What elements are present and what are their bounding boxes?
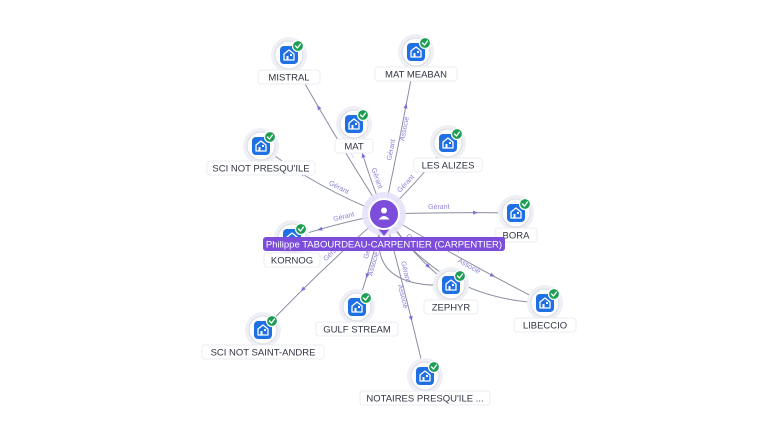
- center-person-node[interactable]: Philippe TABOURDEAU-CARPENTIER (CARPENTI…: [263, 192, 505, 251]
- center-label-bg: [263, 237, 505, 251]
- edge-label-notaires-presquile-0: Gérant: [399, 261, 411, 284]
- node-label: SCI NOT PRESQU'ILE: [212, 164, 309, 175]
- node-label-bg: [206, 160, 316, 176]
- verified-check-icon: [294, 222, 308, 236]
- verified-check-icon: [291, 39, 305, 53]
- edge-label-mat-meaban-0: Gérant: [386, 139, 397, 161]
- node-zephyr[interactable]: ZEPHYR: [423, 267, 479, 315]
- node-label-bg: [359, 390, 491, 406]
- nodes-layer: MISTRAL MAT MEABAN MAT LES ALIZES SCI NOT PR…: [201, 34, 577, 406]
- edge-arrow-kornog: [317, 226, 323, 231]
- building-icon: [442, 276, 460, 294]
- building-icon: [407, 43, 425, 61]
- edge-arrow-notaires-presquile: [408, 315, 413, 322]
- edge-libeccio: [383, 213, 546, 304]
- node-notaires-presquile[interactable]: NOTAIRES PRESQU'ILE ...: [359, 358, 491, 406]
- node-label: GULF STREAM: [323, 325, 391, 336]
- node-label: MAT MEABAN: [385, 70, 447, 81]
- node-mistral[interactable]: MISTRAL: [257, 37, 321, 85]
- verified-check-icon: [263, 130, 277, 144]
- node-label-bg: [423, 299, 479, 315]
- center-circle[interactable]: [368, 198, 400, 230]
- node-gulf-stream[interactable]: GULF STREAM: [315, 289, 399, 337]
- edge-arrow-mistral: [317, 104, 322, 111]
- node-mat[interactable]: MAT: [334, 106, 374, 154]
- building-icon: [254, 321, 272, 339]
- verified-check-icon: [453, 269, 467, 283]
- node-label: KORNOG: [271, 256, 313, 267]
- edge-arrow-sci-not-saint-andre: [300, 286, 306, 292]
- node-label-bg: [494, 227, 538, 243]
- node-bora[interactable]: BORA: [494, 195, 538, 243]
- verified-check-icon: [356, 108, 370, 122]
- node-label: ZEPHYR: [432, 303, 471, 314]
- node-les-alizes[interactable]: LES ALIZES: [413, 125, 483, 173]
- node-sci-not-saint-andre[interactable]: SCI NOT SAINT-ANDRE: [201, 312, 325, 360]
- edge-arrow-gulf-stream: [365, 273, 370, 279]
- verified-check-icon: [518, 197, 532, 211]
- building-icon: [536, 294, 554, 312]
- node-mat-meaban[interactable]: MAT MEABAN: [374, 34, 458, 82]
- node-label-bg: [413, 157, 483, 173]
- node-label-bg: [263, 252, 321, 268]
- node-label: LES ALIZES: [422, 161, 475, 172]
- building-icon: [252, 137, 270, 155]
- building-icon: [345, 115, 363, 133]
- edge-label-kornog-0: Gérant: [333, 211, 356, 223]
- building-icon: [507, 204, 525, 222]
- node-label: MISTRAL: [268, 73, 309, 84]
- edge-label-mat-meaban-1: Associé: [399, 116, 411, 142]
- node-label: LIBECCIO: [523, 321, 567, 332]
- building-icon: [348, 298, 366, 316]
- verified-check-icon: [265, 314, 279, 328]
- edge-label-notaires-presquile-1: Associé: [396, 284, 409, 310]
- node-label: MAT: [344, 142, 364, 153]
- edge-label-bora-0: Gérant: [428, 204, 450, 211]
- building-icon: [416, 367, 434, 385]
- edge-arrow-bora: [473, 210, 479, 215]
- edge-arrow-libeccio: [489, 272, 495, 277]
- node-label: BORA: [503, 231, 531, 242]
- verified-check-icon: [418, 36, 432, 50]
- node-label-bg: [513, 317, 577, 333]
- node-label-bg: [334, 138, 374, 154]
- node-label-bg: [315, 321, 399, 337]
- node-label-bg: [257, 69, 321, 85]
- edge-label-mat-0: Gérant: [370, 167, 384, 190]
- edge-arrow-mat-meaban: [403, 103, 408, 109]
- verified-check-icon: [450, 127, 464, 141]
- node-label: NOTAIRES PRESQU'ILE ...: [366, 394, 483, 405]
- verified-check-icon: [427, 360, 441, 374]
- center-label: Philippe TABOURDEAU-CARPENTIER (CARPENTI…: [266, 240, 502, 251]
- node-label-bg: [201, 344, 325, 360]
- edge-arrow-mat: [361, 152, 366, 159]
- verified-check-icon: [359, 291, 373, 305]
- node-libeccio[interactable]: LIBECCIO: [513, 285, 577, 333]
- building-icon: [439, 134, 457, 152]
- node-label-bg: [374, 66, 458, 82]
- verified-check-icon: [547, 287, 561, 301]
- edge-arrow-zephyr: [425, 263, 431, 269]
- node-label: SCI NOT SAINT-ANDRE: [211, 348, 316, 359]
- person-icon: [378, 207, 390, 220]
- building-icon: [280, 46, 298, 64]
- node-sci-not-presquile[interactable]: SCI NOT PRESQU'ILE: [206, 128, 316, 176]
